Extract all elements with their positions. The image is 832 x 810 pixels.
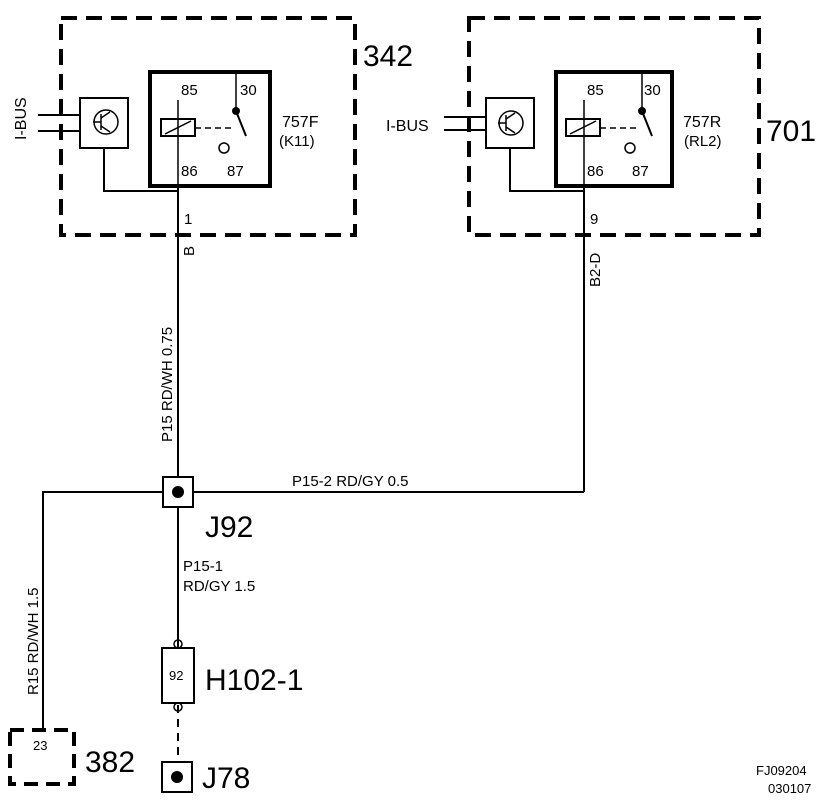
module-382-pin: 23 <box>33 738 47 753</box>
fuse-label: H102-1 <box>205 664 303 697</box>
module-701-boundary <box>467 16 761 237</box>
transistor-icon <box>498 110 524 136</box>
ground-dot <box>171 771 183 783</box>
relay-757r <box>554 70 674 188</box>
relay-code-k11: (K11) <box>279 133 315 150</box>
ground-j78: J78 <box>161 761 250 795</box>
pin-85-left: 85 <box>181 82 198 99</box>
ground-box <box>161 761 193 793</box>
switch-contact-left <box>235 110 247 137</box>
pin-85-right: 85 <box>587 82 604 99</box>
module-382-boundary <box>8 728 76 786</box>
splice-dot <box>172 486 184 498</box>
fuse-h102-1: 92 H102-1 <box>161 647 303 704</box>
contact-87-left <box>218 142 230 154</box>
pin-87-left: 87 <box>227 163 244 180</box>
pin-30-left: 30 <box>240 82 257 99</box>
transistor-box-left <box>79 97 129 149</box>
connector-pin-1: 1 <box>184 211 192 228</box>
figure-id: FJ09204 <box>756 763 807 778</box>
splice-label: J92 <box>205 511 253 544</box>
splice-j92: J92 <box>162 476 253 544</box>
module-382-label: 382 <box>85 746 135 779</box>
relay-name-757r: 757R <box>683 114 721 131</box>
wire-label-b2d: B2-D <box>587 253 604 287</box>
pin-87-right: 87 <box>632 163 649 180</box>
relay-name-757f: 757F <box>282 114 319 131</box>
module-342: 342 I-BUS 85 30 86 87 757F (K11) 1 <box>13 16 413 237</box>
module-342-boundary <box>59 16 357 237</box>
pin-86-left: 86 <box>181 163 198 180</box>
splice-box <box>162 476 194 508</box>
date-code: 030107 <box>768 781 811 796</box>
relay-757f <box>148 70 272 188</box>
wire-label-rdgy: RD/GY 1.5 <box>183 578 255 595</box>
wire-label-r15: R15 RD/WH 1.5 <box>25 587 42 695</box>
transistor-wire-left <box>103 148 178 192</box>
wire-r15 <box>42 491 163 730</box>
transistor-box-right <box>485 97 535 149</box>
module-342-label: 342 <box>363 40 413 73</box>
fuse-pin-92: 92 <box>169 668 183 683</box>
transistor-icon <box>93 109 119 135</box>
ground-label: J78 <box>202 762 250 795</box>
contact-87-right <box>624 142 636 154</box>
pin-86-right: 86 <box>587 163 604 180</box>
wire-label-p15-1: P15-1 <box>183 558 223 575</box>
relay-code-rl2: (RL2) <box>684 133 722 150</box>
module-382: 23 382 <box>8 728 135 786</box>
fuse-box <box>161 647 195 704</box>
wire-label-p15-2: P15-2 RD/GY 0.5 <box>292 473 408 490</box>
switch-contact-right <box>641 110 653 137</box>
wire-label-p15-main: P15 RD/WH 0.75 <box>159 327 176 442</box>
transistor-wire-right <box>509 148 584 192</box>
ibus-label-right: I-BUS <box>386 118 429 135</box>
wire-label-b: B <box>181 246 198 256</box>
connector-pin-9: 9 <box>590 211 598 228</box>
ibus-label-left: I-BUS <box>13 97 30 140</box>
module-701-label: 701 <box>766 115 816 148</box>
module-701: 701 I-BUS 85 30 86 87 757R (RL2) 9 <box>386 16 816 237</box>
pin-30-right: 30 <box>644 82 661 99</box>
